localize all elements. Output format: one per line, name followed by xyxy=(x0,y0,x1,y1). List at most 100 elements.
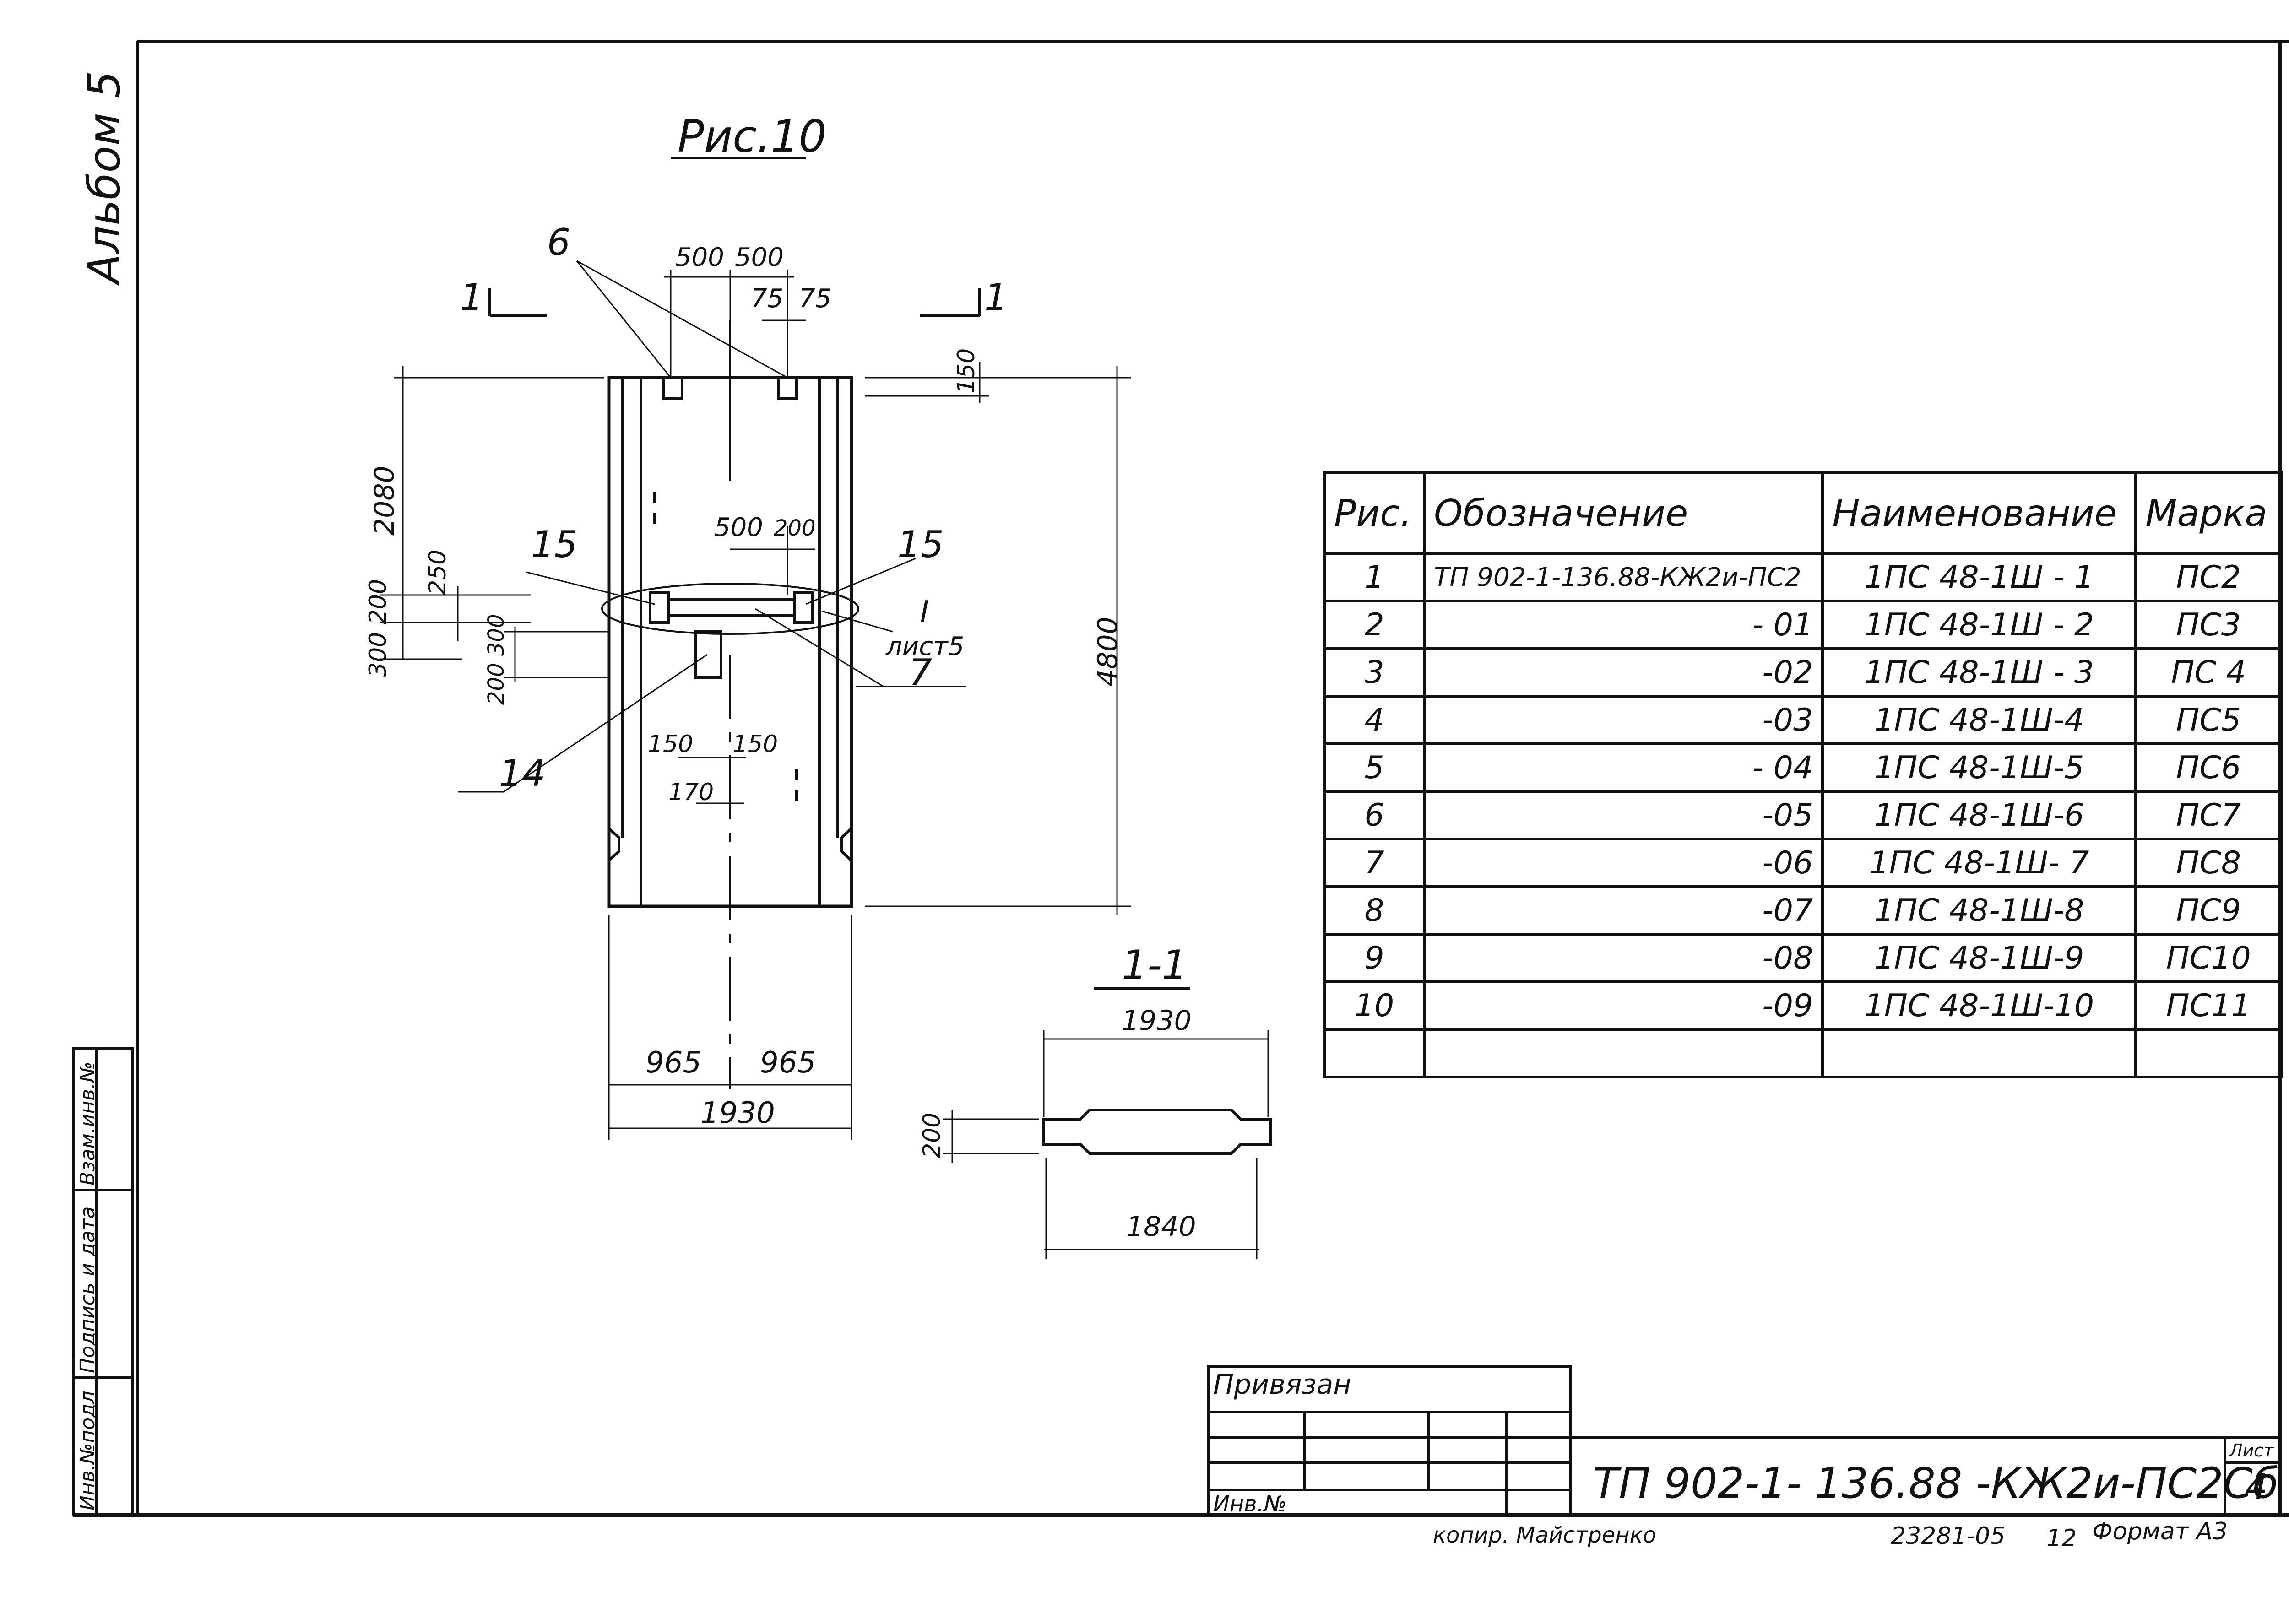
cell-mark: ПС10 xyxy=(2134,933,2283,983)
cell-name: 1ПС 48-1Ш - 2 xyxy=(1821,600,2137,650)
dim-200-300: 200 300 xyxy=(483,614,509,705)
album-label: Альбом 5 xyxy=(79,70,130,284)
header-fig: Рис. xyxy=(1323,471,1426,555)
dim-300-200: 300 200 xyxy=(364,579,392,677)
dim-250: 250 xyxy=(424,549,451,595)
cell-designation: -07 xyxy=(1423,885,1824,936)
section-profile xyxy=(1042,1109,1272,1155)
footer-format: Формат А3 xyxy=(2092,1518,2228,1545)
footer-order-no: 23281-05 xyxy=(1891,1522,2006,1550)
cell-name: 1ПС 48-1Ш-5 xyxy=(1821,742,2137,793)
cell-mark: ПС8 xyxy=(2134,838,2283,888)
callout-15-right: 15 xyxy=(897,523,944,566)
cell-mark: ПС 4 xyxy=(2134,647,2283,698)
cell-name: 1ПС 48-1Ш - 3 xyxy=(1821,647,2137,698)
cell-mark: ПС9 xyxy=(2134,885,2283,936)
cell-fig: 10 xyxy=(1323,980,1426,1031)
callout-7: 7 xyxy=(909,651,932,694)
cell-fig: 5 xyxy=(1323,742,1426,793)
cell-mark: ПС3 xyxy=(2134,600,2283,650)
cell-designation: -06 xyxy=(1423,838,1824,888)
cell-mark: ПС7 xyxy=(2134,790,2283,840)
section-title: 1-1 xyxy=(1122,942,1188,989)
cell-name: 1ПС 48-1Ш-8 xyxy=(1821,885,2137,936)
section-dim-1930: 1930 xyxy=(1122,1005,1192,1037)
cell-name: 1ПС 48-1Ш-4 xyxy=(1821,695,2137,745)
stamp-privyazan: Привязан xyxy=(1213,1369,1351,1401)
dim-170: 170 xyxy=(668,779,714,806)
cell-fig: 6 xyxy=(1323,790,1426,840)
spec-table-header: Рис. Обозначение Наименование Марка xyxy=(1323,471,2283,555)
dim-75-right: 75 xyxy=(799,284,832,314)
section-dim-1840: 1840 xyxy=(1126,1211,1196,1243)
callout-6: 6 xyxy=(547,221,570,264)
cell-mark xyxy=(2134,1028,2283,1078)
cell-name: 1ПС 48-1Ш-9 xyxy=(1821,933,2137,983)
cell-designation: - 01 xyxy=(1423,600,1824,650)
cell-name: 1ПС 48-1Ш- 7 xyxy=(1821,838,2137,888)
dim-500-right: 500 xyxy=(735,243,784,272)
node-ellipse xyxy=(601,583,859,635)
dim-4800: 4800 xyxy=(1092,617,1124,687)
stamp-sheet-label: Лист xyxy=(2229,1440,2274,1461)
cell-fig: 2 xyxy=(1323,600,1426,650)
cell-fig: 7 xyxy=(1323,838,1426,888)
header-designation: Обозначение xyxy=(1423,471,1824,555)
section-mark-left: 1 xyxy=(460,276,483,319)
dim-500-left: 500 xyxy=(675,243,724,272)
dim-2080: 2080 xyxy=(369,466,401,536)
dim-mid-200: 200 xyxy=(774,515,816,541)
stamp-doc-code: ТП 902-1- 136.88 -КЖ2и-ПС2Сб xyxy=(1593,1459,2279,1508)
dim-mid-500: 500 xyxy=(714,513,763,542)
dim-1930: 1930 xyxy=(700,1096,775,1130)
dim-150-left: 150 xyxy=(648,731,694,758)
cell-designation: - 04 xyxy=(1423,742,1824,793)
cell-mark: ПС6 xyxy=(2134,742,2283,793)
stamp-sheet-no: 4 xyxy=(2246,1466,2268,1507)
header-mark: Марка xyxy=(2134,471,2283,555)
cell-mark: ПС5 xyxy=(2134,695,2283,745)
stamp-inv-no: Инв.№ xyxy=(1213,1491,1287,1517)
table-row xyxy=(1323,1028,2283,1078)
node-sheet: лист5 xyxy=(886,632,965,661)
cell-mark: ПС11 xyxy=(2134,980,2283,1031)
cell-designation xyxy=(1423,1028,1824,1078)
footer-num: 12 xyxy=(2046,1525,2077,1552)
footer-copied-by: копир. Майстренко xyxy=(1433,1522,1657,1548)
cell-name: 1ПС 48-1Ш - 1 xyxy=(1821,552,2137,602)
cell-fig xyxy=(1323,1028,1426,1078)
dim-965-right: 965 xyxy=(760,1046,816,1080)
cell-designation: -05 xyxy=(1423,790,1824,840)
callout-15-left: 15 xyxy=(531,523,578,566)
callout-14: 14 xyxy=(499,752,546,795)
strip-signature-date: Подпись и дата xyxy=(76,1206,99,1373)
header-name: Наименование xyxy=(1821,471,2137,555)
cell-name: 1ПС 48-1Ш-6 xyxy=(1821,790,2137,840)
section-dim-200: 200 xyxy=(918,1112,946,1158)
cell-fig: 8 xyxy=(1323,885,1426,936)
cell-designation: -08 xyxy=(1423,933,1824,983)
cell-designation: -03 xyxy=(1423,695,1824,745)
dim-150-top: 150 xyxy=(953,348,980,394)
dim-965-left: 965 xyxy=(645,1046,702,1080)
cell-fig: 1 xyxy=(1323,552,1426,602)
dim-150-right: 150 xyxy=(732,731,778,758)
figure-title: Рис.10 xyxy=(678,111,827,162)
left-strip-box xyxy=(72,1047,134,1516)
cell-designation: ТП 902-1-136.88-КЖ2и-ПС2 xyxy=(1423,552,1824,602)
cell-name xyxy=(1821,1028,2137,1078)
cell-fig: 4 xyxy=(1323,695,1426,745)
cell-fig: 9 xyxy=(1323,933,1426,983)
stamp-box xyxy=(1207,1365,1572,1516)
